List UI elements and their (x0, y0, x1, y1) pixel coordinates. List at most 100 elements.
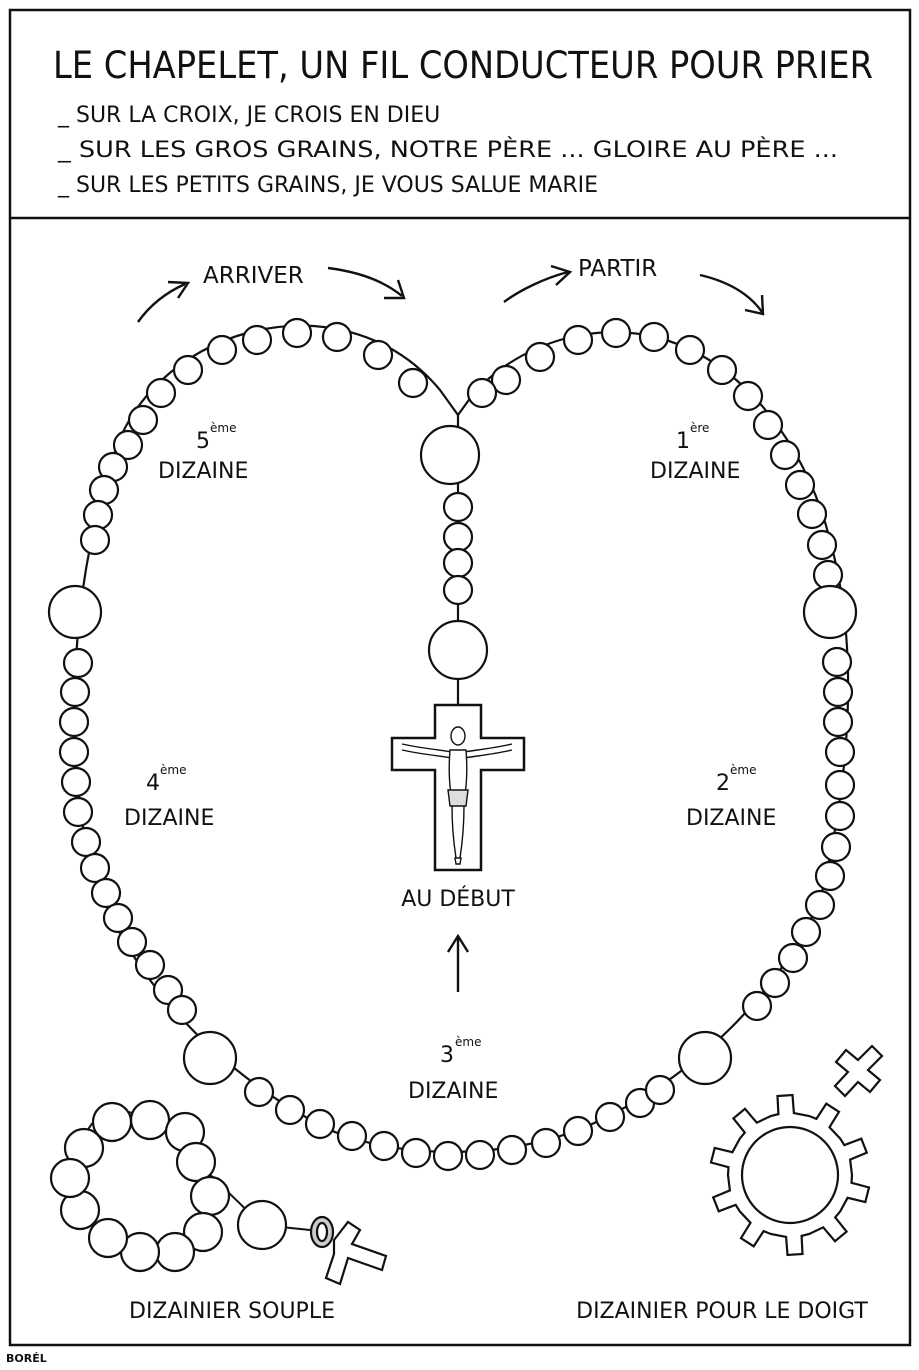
small-bead (92, 879, 120, 907)
small-bead (564, 1117, 592, 1145)
decade-label-5: 5 ème DIZAINE (158, 421, 248, 484)
flex-small-bead (191, 1177, 229, 1215)
svg-text:ème: ème (160, 763, 186, 777)
small-bead (323, 323, 351, 351)
start-arrow (448, 936, 468, 992)
small-bead (596, 1103, 624, 1131)
decade-label-4: 4 ème DIZAINE (124, 763, 214, 831)
flex-small-bead (131, 1101, 169, 1139)
dizainier-souple (51, 1101, 310, 1271)
large-bead (49, 586, 101, 638)
small-bead (734, 382, 762, 410)
start-label: AU DÉBUT (401, 886, 515, 912)
small-bead (72, 828, 100, 856)
small-bead (743, 992, 771, 1020)
svg-text:DIZAINE: DIZAINE (408, 1079, 498, 1104)
decade-label-3: 3 ème DIZAINE (408, 1035, 498, 1104)
artist-signature: BORÉL (6, 1352, 47, 1365)
small-bead (306, 1110, 334, 1138)
small-bead (823, 648, 851, 676)
small-bead (81, 854, 109, 882)
arriver-label: ARRIVER (203, 263, 304, 289)
small-bead (245, 1078, 273, 1106)
small-bead (798, 500, 826, 528)
small-bead (62, 768, 90, 796)
svg-text:3: 3 (440, 1043, 454, 1068)
small-bead (564, 326, 592, 354)
flex-small-bead (156, 1233, 194, 1271)
small-bead (468, 379, 496, 407)
small-bead (792, 918, 820, 946)
svg-text:4: 4 (146, 771, 160, 796)
small-bead (60, 708, 88, 736)
small-bead (90, 476, 118, 504)
small-bead (676, 336, 704, 364)
svg-text:DIZAINE: DIZAINE (650, 459, 740, 484)
small-bead (532, 1129, 560, 1157)
svg-text:DIZAINE: DIZAINE (158, 459, 248, 484)
small-bead (64, 649, 92, 677)
instruction-small-beads: _ SUR LES PETITS GRAINS, JE VOUS SALUE M… (57, 173, 598, 198)
small-bead (399, 369, 427, 397)
small-bead (466, 1141, 494, 1169)
flex-large-bead (238, 1201, 286, 1249)
small-bead (208, 336, 236, 364)
small-bead (498, 1136, 526, 1164)
svg-text:2: 2 (716, 771, 730, 796)
small-bead (640, 323, 668, 351)
svg-text:ème: ème (455, 1035, 481, 1049)
small-bead (646, 1076, 674, 1104)
large-bead (421, 426, 479, 484)
dizainier-souple-label: DIZAINIER SOUPLE (129, 1299, 335, 1324)
crucifix (392, 705, 524, 870)
small-bead (444, 576, 472, 604)
small-bead (64, 798, 92, 826)
small-bead (814, 561, 842, 589)
small-bead (822, 833, 850, 861)
small-bead (168, 996, 196, 1024)
small-bead (136, 951, 164, 979)
large-bead (429, 621, 487, 679)
small-bead (602, 319, 630, 347)
small-bead (402, 1139, 430, 1167)
small-bead (754, 411, 782, 439)
dizainier-doigt (711, 1046, 882, 1255)
instruction-cross: _ SUR LA CROIX, JE CROIS EN DIEU (57, 103, 440, 128)
small-bead (276, 1096, 304, 1124)
small-bead (816, 862, 844, 890)
small-bead (786, 471, 814, 499)
small-bead (147, 379, 175, 407)
small-bead (824, 708, 852, 736)
small-bead (761, 969, 789, 997)
small-bead (444, 523, 472, 551)
small-bead (806, 891, 834, 919)
flex-cross (311, 1217, 386, 1284)
instruction-large-beads: _ SUR LES GROS GRAINS, NOTRE PÈRE ... GL… (57, 137, 838, 163)
dizainier-doigt-label: DIZAINIER POUR LE DOIGT (576, 1299, 868, 1324)
large-bead (184, 1032, 236, 1084)
svg-text:DIZAINE: DIZAINE (124, 806, 214, 831)
small-bead (826, 802, 854, 830)
decade-label-1: 1 ère DIZAINE (650, 421, 740, 484)
decade-label-2: 2 ème DIZAINE (686, 763, 776, 831)
small-bead (84, 501, 112, 529)
small-bead (118, 928, 146, 956)
page-title: LE CHAPELET, UN FIL CONDUCTEUR POUR PRIE… (53, 44, 873, 87)
small-bead (60, 738, 88, 766)
small-bead (526, 343, 554, 371)
svg-text:5: 5 (196, 429, 210, 454)
flex-small-bead (51, 1159, 89, 1197)
svg-text:ème: ème (210, 421, 236, 435)
small-bead (370, 1132, 398, 1160)
small-bead (824, 678, 852, 706)
svg-text:1: 1 (676, 429, 690, 454)
small-bead (808, 531, 836, 559)
small-bead (708, 356, 736, 384)
large-bead (804, 586, 856, 638)
svg-text:ème: ème (730, 763, 756, 777)
flex-small-bead (93, 1103, 131, 1141)
small-bead (61, 678, 89, 706)
small-bead (779, 944, 807, 972)
small-bead (81, 526, 109, 554)
